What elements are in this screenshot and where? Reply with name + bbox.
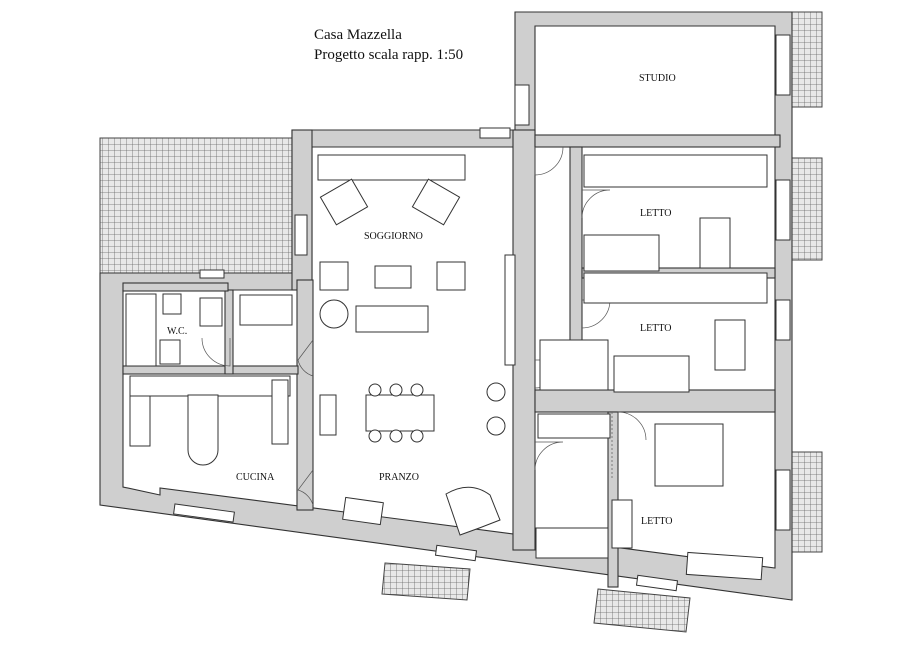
plan-scale-subtitle: Progetto scala rapp. 1:50 — [314, 47, 464, 63]
room-label-letto-3: LETTO — [641, 516, 672, 527]
room-label-soggiorno: SOGGIORNO — [364, 231, 423, 242]
wardrobes — [317, 154, 768, 439]
terrace-west — [99, 137, 293, 274]
room-label-cucina: CUCINA — [236, 472, 275, 483]
room-label-studio: STUDIO — [639, 73, 676, 84]
room-label-letto-2: LETTO — [640, 323, 671, 334]
balcony-pranzo — [381, 562, 471, 601]
interior-walls — [122, 129, 781, 588]
plan-title: Casa Mazzella — [314, 27, 402, 43]
balcony-letto-1 — [791, 157, 823, 261]
room-label-letto-1: LETTO — [640, 208, 671, 219]
balcony-south — [593, 588, 691, 633]
soggiorno-furniture — [319, 178, 516, 366]
wardrobe-letto-3 — [537, 413, 611, 439]
windows — [173, 34, 791, 592]
bedroom-furniture — [535, 217, 764, 581]
pranzo-furniture — [319, 382, 506, 536]
wardrobe-letto-2 — [583, 272, 768, 304]
room-label-wc: W.C. — [167, 326, 187, 337]
wardrobe-letto-1 — [583, 154, 768, 188]
doors — [201, 146, 647, 506]
terraces — [99, 11, 823, 633]
room-label-pranzo: PRANZO — [379, 472, 419, 483]
balcony-letto-3 — [791, 451, 823, 553]
cucina-furniture — [125, 293, 293, 466]
shelf-soggiorno — [317, 154, 466, 181]
balcony-studio — [791, 11, 823, 108]
